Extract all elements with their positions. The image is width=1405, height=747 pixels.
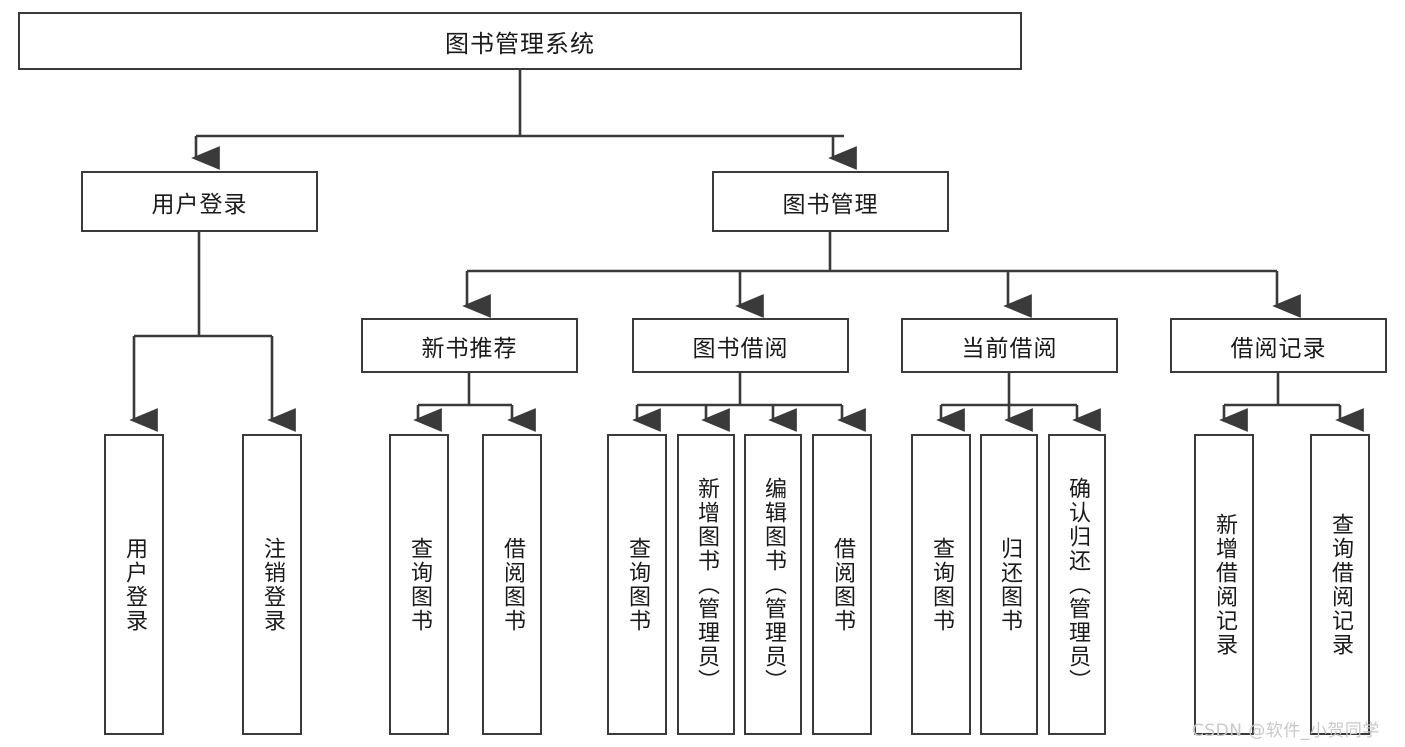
node-leaf-confirm-return-admin-label: 确认归还（管理员） xyxy=(1065,476,1090,693)
node-leaf-logout-label: 注销登录 xyxy=(260,536,285,633)
node-leaf-query-book-newbook[interactable]: 查询图书 xyxy=(389,434,449,735)
node-leaf-confirm-return-admin[interactable]: 确认归还（管理员） xyxy=(1048,434,1106,735)
node-leaf-borrow-book-newbook[interactable]: 借阅图书 xyxy=(482,434,542,735)
node-leaf-add-book-admin[interactable]: 新增图书（管理员） xyxy=(677,434,735,735)
node-leaf-query-book-current-label: 查询图书 xyxy=(929,536,954,633)
edge-group-newbook xyxy=(413,373,536,432)
node-leaf-query-book-borrow[interactable]: 查询图书 xyxy=(607,434,667,735)
node-book-borrow-label: 图书借阅 xyxy=(692,335,789,362)
node-leaf-query-book-current[interactable]: 查询图书 xyxy=(911,434,971,735)
edge-group-current xyxy=(936,373,1101,432)
node-borrow-record[interactable]: 借阅记录 xyxy=(1170,318,1387,373)
node-leaf-add-borrow-record-label: 新增借阅记录 xyxy=(1212,512,1237,657)
node-leaf-query-book-borrow-label: 查询图书 xyxy=(625,536,650,633)
node-new-book-recommend-label: 新书推荐 xyxy=(421,335,518,362)
node-user-login-label: 用户登录 xyxy=(151,191,248,218)
node-leaf-add-book-admin-label: 新增图书（管理员） xyxy=(694,476,719,693)
node-leaf-borrow-book[interactable]: 借阅图书 xyxy=(812,434,872,735)
csdn-watermark: CSDN @软件_小贺同学 xyxy=(1192,721,1380,741)
node-user-login[interactable]: 用户登录 xyxy=(81,171,318,232)
node-leaf-query-borrow-record-label: 查询借阅记录 xyxy=(1328,512,1353,657)
node-root-label: 图书管理系统 xyxy=(445,29,595,58)
node-leaf-user-login-label: 用户登录 xyxy=(122,536,147,633)
node-book-management-label: 图书管理 xyxy=(782,191,879,218)
node-leaf-edit-book-admin[interactable]: 编辑图书（管理员） xyxy=(744,434,802,735)
edge-group-root xyxy=(191,70,857,170)
node-current-borrow-label: 当前借阅 xyxy=(961,335,1058,362)
edge-group-login xyxy=(129,232,296,432)
node-leaf-return-book-label: 归还图书 xyxy=(997,536,1022,633)
node-current-borrow[interactable]: 当前借阅 xyxy=(901,318,1118,373)
node-leaf-borrow-book-newbook-label: 借阅图书 xyxy=(500,536,525,633)
edge-group-borrow xyxy=(632,373,866,432)
node-leaf-logout[interactable]: 注销登录 xyxy=(242,434,302,735)
node-leaf-borrow-book-label: 借阅图书 xyxy=(830,536,855,633)
node-new-book-recommend[interactable]: 新书推荐 xyxy=(361,318,578,373)
node-root[interactable]: 图书管理系统 xyxy=(18,12,1022,70)
node-leaf-return-book[interactable]: 归还图书 xyxy=(980,434,1038,735)
node-borrow-record-label: 借阅记录 xyxy=(1230,335,1327,362)
node-leaf-add-borrow-record[interactable]: 新增借阅记录 xyxy=(1194,434,1254,735)
edge-group-bookmgmt xyxy=(462,232,1301,318)
node-book-management[interactable]: 图书管理 xyxy=(712,171,949,232)
node-leaf-user-login[interactable]: 用户登录 xyxy=(104,434,164,735)
node-leaf-edit-book-admin-label: 编辑图书（管理员） xyxy=(761,476,786,693)
node-leaf-query-book-newbook-label: 查询图书 xyxy=(407,536,432,633)
node-book-borrow[interactable]: 图书借阅 xyxy=(632,318,849,373)
edge-group-record xyxy=(1219,373,1364,432)
node-leaf-query-borrow-record[interactable]: 查询借阅记录 xyxy=(1310,434,1370,735)
